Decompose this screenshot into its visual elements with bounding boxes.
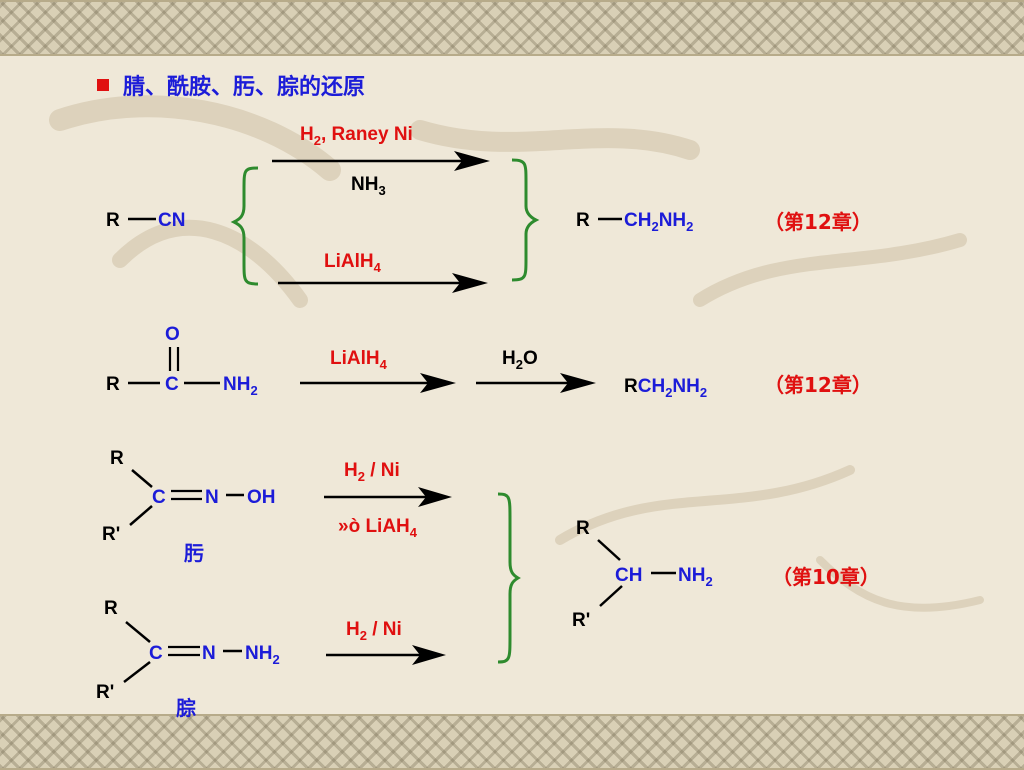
row3-upper-below-reagent: »ò LiAH4 [338, 516, 418, 540]
slide-title: 腈、酰胺、肟、腙的还原 [123, 74, 365, 100]
row3-product-bond-r-prime [599, 585, 623, 607]
row1-upper-reagent: H2, Raney Ni [300, 124, 413, 148]
row3-product-r: R [576, 518, 590, 539]
row3-product-r-prime: R' [572, 610, 590, 631]
row1-chapter-ref: （第12章） [764, 210, 872, 234]
row3-chapter-ref: （第10章） [772, 565, 880, 589]
row1-product-r: R [576, 210, 590, 231]
row1-upper-below-reagent: NH3 [351, 174, 386, 198]
row1-product-amine: CH2NH2 [624, 210, 693, 234]
oxime-name: 肟 [184, 541, 204, 565]
top-decorative-border [0, 0, 1024, 56]
hydrazone-nh2: NH2 [245, 643, 280, 667]
row2-arrowhead1 [420, 373, 456, 393]
row3-right-bracket [497, 492, 521, 664]
oxime-r-prime: R' [102, 524, 120, 545]
oxime-bond-r [131, 469, 153, 488]
row3-product-nh2: NH2 [678, 565, 713, 589]
row1-lower-reagent: LiAlH4 [324, 251, 382, 275]
row2-reactant-o: O [165, 324, 180, 345]
hydrazone-name: 腙 [176, 696, 196, 720]
bottom-decorative-border [0, 714, 1024, 770]
row3-product-ch: CH [615, 565, 642, 586]
oxime-r: R [110, 448, 124, 469]
row2-chapter-ref: （第12章） [764, 373, 872, 397]
row3-product-bond-r [597, 539, 621, 561]
row2-product: RCH2NH2 [624, 376, 707, 400]
row3-lower-reagent: H2 / Ni [346, 619, 402, 643]
row2-reagent1: LiAlH4 [330, 348, 388, 372]
row2-arrowhead2 [560, 373, 596, 393]
row1-lower-arrowhead [452, 273, 488, 293]
row3-upper-arrowhead [418, 487, 452, 507]
row2-reactant-nh2: NH2 [223, 374, 258, 398]
row3-lower-arrowhead [412, 645, 446, 665]
oxime-oh: OH [247, 487, 276, 508]
oxime-c: C [152, 487, 166, 508]
oxime-bond-r-prime [129, 505, 153, 526]
hydrazone-bond-r [125, 621, 151, 643]
row2-reagent2: H2O [502, 348, 538, 372]
row1-reactant-r: R [106, 210, 120, 231]
row3-upper-reagent: H2 / Ni [344, 460, 400, 484]
hydrazone-r: R [104, 598, 118, 619]
hydrazone-bond-r-prime [123, 661, 151, 683]
title-bullet-icon [97, 79, 109, 91]
row1-right-bracket [511, 158, 540, 282]
oxime-n: N [205, 487, 219, 508]
hydrazone-r-prime: R' [96, 682, 114, 703]
row1-reactant-cn: CN [158, 210, 185, 231]
row1-left-bracket [230, 166, 259, 286]
hydrazone-c: C [149, 643, 163, 664]
row2-reactant-c: C [165, 374, 179, 395]
row2-reactant-r: R [106, 374, 120, 395]
hydrazone-n: N [202, 643, 216, 664]
row1-upper-arrowhead [454, 151, 490, 171]
